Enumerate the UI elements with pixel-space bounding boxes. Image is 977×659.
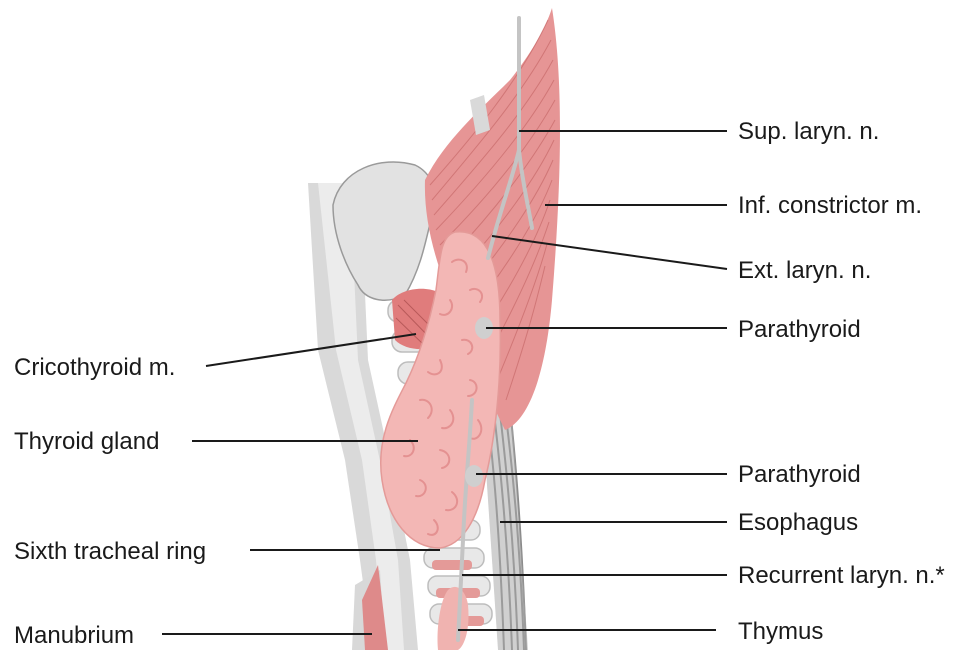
leader-cricothyroid-m — [206, 334, 416, 366]
label-thymus: Thymus — [738, 618, 823, 645]
label-parathyroid-upper: Parathyroid — [738, 316, 861, 343]
label-parathyroid-lower: Parathyroid — [738, 461, 861, 488]
label-thyroid-gland: Thyroid gland — [14, 428, 159, 455]
label-esophagus: Esophagus — [738, 509, 858, 536]
label-cricothyroid-m: Cricothyroid m. — [14, 354, 175, 381]
label-manubrium: Manubrium — [14, 622, 134, 649]
label-sup-laryn-n: Sup. laryn. n. — [738, 118, 879, 145]
label-inf-constrictor-m: Inf. constrictor m. — [738, 192, 922, 219]
label-recurrent-laryn-n: Recurrent laryn. n.* — [738, 562, 945, 589]
label-sixth-tracheal-ring: Sixth tracheal ring — [14, 538, 206, 565]
parathyroid-lower-shape — [465, 465, 483, 487]
label-ext-laryn-n: Ext. laryn. n. — [738, 257, 871, 284]
